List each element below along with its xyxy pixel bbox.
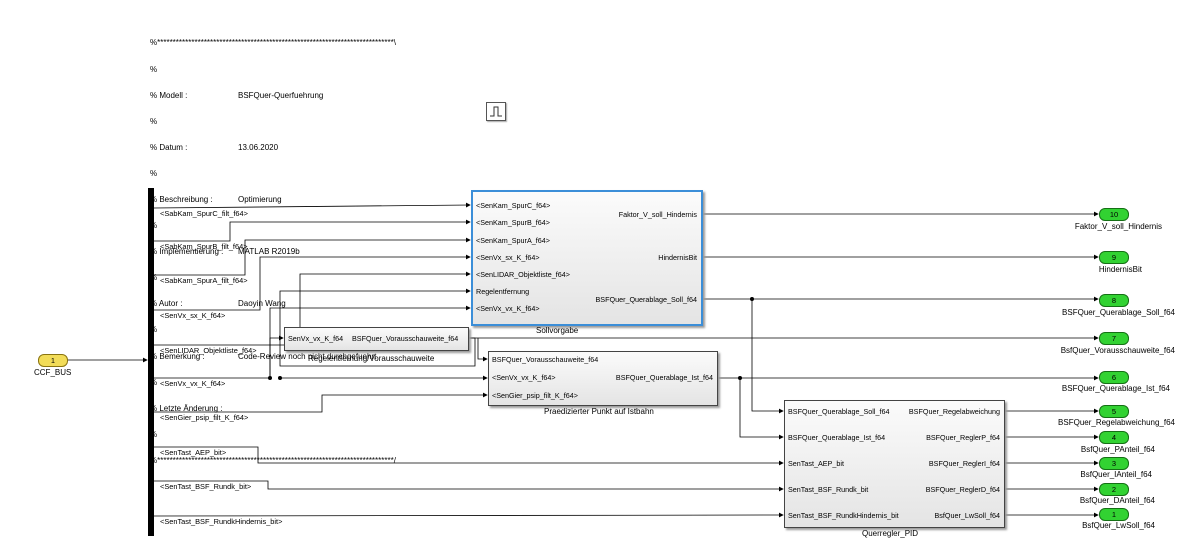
- block-input-port: <SenKam_SpurA_f64>: [476, 236, 550, 245]
- block-input-port: Regelentfernung: [476, 287, 530, 296]
- outport-label: BsfQuer_Vorausschauweite_f64: [1060, 346, 1175, 355]
- block-output-port: BSFQuer_Vorausschauweite_f64: [352, 334, 459, 343]
- block-output-port: HindernisBit: [658, 253, 697, 262]
- block-input-port: SenVx_vx_K_f64: [288, 334, 344, 343]
- bus-signal-label: <SenTast_BSF_Rundk_bit>: [160, 482, 252, 491]
- outport-label: BSFQuer_Querablage_Ist_f64: [1061, 384, 1170, 393]
- block-output-port: BSFQuer_Querablage_Ist_f64: [615, 373, 713, 382]
- header-key: %: [150, 116, 158, 126]
- signal-line[interactable]: [269, 335, 284, 378]
- block-output-port: BSFQuer_ReglerP_f64: [926, 433, 1000, 442]
- outport[interactable]: 3: [1099, 457, 1129, 470]
- outport-label: BsfQuer_DAnteil_f64: [1079, 496, 1155, 505]
- bus-signal-label: <SenLIDAR_Objektliste_f64>: [160, 346, 257, 355]
- block-input-port: <SenLIDAR_Objektliste_f64>: [476, 270, 570, 279]
- outport[interactable]: 9: [1099, 251, 1129, 264]
- block-output-port: Faktor_V_soll_Hindernis: [618, 210, 697, 219]
- header-value: MATLAB R2019b: [238, 247, 300, 257]
- header-key: % Datum :: [150, 142, 188, 152]
- block-input-port: BSFQuer_Querablage_Soll_f64: [788, 407, 890, 416]
- header-key: %: [150, 64, 158, 74]
- block-input-port: SenTast_BSF_Rundk_bit: [788, 485, 869, 494]
- outport[interactable]: 1: [1099, 508, 1129, 521]
- signal-line[interactable]: [154, 254, 471, 311]
- header-value: BSFQuer-Querfuehrung: [238, 90, 324, 100]
- block-input-port: <SenKam_SpurC_f64>: [476, 201, 551, 210]
- sollvorgabe-block-name: Sollvorgabe: [536, 326, 579, 335]
- outport-label: BsfQuer_PAnteil_f64: [1080, 445, 1155, 454]
- outport-label: BSFQuer_Querablage_Soll_f64: [1062, 308, 1175, 317]
- outport[interactable]: 7: [1099, 332, 1129, 345]
- signal-line[interactable]: [153, 202, 471, 209]
- block-input-port: <SenVx_sx_K_f64>: [476, 253, 540, 262]
- block-input-port: BSFQuer_Vorausschauweite_f64: [492, 355, 599, 364]
- outport[interactable]: 5: [1099, 405, 1129, 418]
- querregler-block[interactable]: [784, 400, 1005, 528]
- praediziert-block[interactable]: [488, 351, 718, 406]
- outport[interactable]: 6: [1099, 371, 1129, 384]
- bus-signal-label: <SabKam_SpurB_filt_f64>: [160, 242, 248, 251]
- block-output-port: BSFQuer_ReglerI_f64: [928, 459, 1000, 468]
- bus-signal-label: <SabKam_SpurA_filt_f64>: [160, 276, 248, 285]
- signal-line[interactable]: [154, 480, 784, 492]
- bus-signal-label: <SabKam_SpurC_filt_f64>: [160, 209, 248, 218]
- praediziert-block-name: Praedizierter Punkt auf Istbahn: [544, 407, 654, 416]
- outport[interactable]: 4: [1099, 431, 1129, 444]
- header-key: % Autor :: [150, 299, 183, 309]
- header-key: %: [150, 168, 158, 178]
- bus-signal-label: <SenTast_BSF_RundkHindernis_bit>: [160, 517, 283, 526]
- outport-label: BsfQuer_LwSoll_f64: [1082, 521, 1155, 530]
- regelentfernung-block[interactable]: [284, 327, 469, 351]
- block-output-port: BsfQuer_LwSoll_f64: [934, 511, 1000, 520]
- sollvorgabe-block[interactable]: [471, 190, 703, 326]
- outport-label: BsfQuer_IAnteil_f64: [1080, 470, 1152, 479]
- header-key: % Beschreibung :: [150, 194, 213, 204]
- header-value: 13.06.2020: [238, 142, 279, 152]
- regelentfernung-block-name: Regelentfernung/Vorausschauweite: [308, 354, 435, 363]
- header-value: Code-Review noch nicht durchgefuehrt: [238, 351, 377, 361]
- bus-signal-label: <SenVx_sx_K_f64>: [160, 311, 226, 320]
- outport-label: HindernisBit: [1098, 265, 1142, 274]
- block-output-port: BSFQuer_Regelabweichung: [908, 407, 1000, 416]
- querregler-block-name: Querregler_PID: [862, 529, 919, 538]
- block-input-port: BSFQuer_Querablage_Ist_f64: [788, 433, 886, 442]
- outport-label: BSFQuer_Regelabweichung_f64: [1058, 418, 1175, 427]
- bus-signal-label: <SenTast_AEP_bit>: [160, 448, 227, 457]
- signal-line[interactable]: [751, 299, 784, 414]
- outport[interactable]: 10: [1099, 208, 1129, 221]
- inport-label: CCF_BUS: [34, 368, 72, 377]
- bus-signal-label: <SenVx_vx_K_f64>: [160, 379, 226, 388]
- bus-signal-label: <SenGier_psip_filt_K_f64>: [160, 413, 249, 422]
- inport-ccf-bus[interactable]: 1: [38, 354, 68, 367]
- block-output-port: BSFQuer_ReglerD_f64: [925, 485, 1000, 494]
- model-header-comment[interactable]: %***************************************…: [150, 22, 396, 474]
- header-value: Optimierung: [238, 194, 282, 204]
- signal-line[interactable]: [477, 338, 488, 362]
- signal-line[interactable]: [739, 378, 784, 440]
- signal-line[interactable]: [153, 512, 784, 518]
- header-key: % Letzte Änderung :: [150, 403, 223, 413]
- signal-line[interactable]: [154, 237, 471, 276]
- bus-selector[interactable]: [148, 188, 154, 536]
- header-border-top: %***************************************…: [150, 38, 396, 48]
- signal-line[interactable]: [154, 392, 488, 413]
- outport-label: Faktor_V_soll_Hindernis: [1074, 222, 1162, 231]
- signal-line[interactable]: [154, 271, 471, 346]
- block-input-port: SenTast_BSF_RundkHindernis_bit: [788, 511, 899, 520]
- outport[interactable]: 2: [1099, 483, 1129, 496]
- block-input-port: <SenVx_vx_K_f64>: [476, 304, 540, 313]
- block-input-port: SenTast_AEP_bit: [788, 459, 844, 468]
- header-border-bottom: %***************************************…: [150, 455, 396, 465]
- block-input-port: <SenKam_SpurB_f64>: [476, 218, 550, 227]
- block-input-port: <SenVx_vx_K_f64>: [492, 373, 556, 382]
- header-key: % Modell :: [150, 90, 188, 100]
- signal-line[interactable]: [154, 446, 784, 466]
- block-input-port: <SenGier_psip_filt_K_f64>: [492, 391, 578, 400]
- header-value: Daoyin Wang: [238, 299, 286, 309]
- outport[interactable]: 8: [1099, 294, 1129, 307]
- signal-line[interactable]: [154, 219, 471, 242]
- block-output-port: BSFQuer_Querablage_Soll_f64: [595, 295, 698, 304]
- pulse-generator-icon[interactable]: [486, 102, 506, 121]
